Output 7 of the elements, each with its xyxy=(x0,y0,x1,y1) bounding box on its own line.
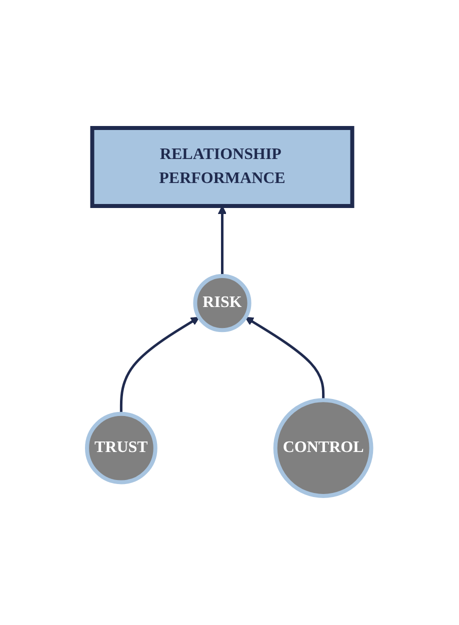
arrow xyxy=(120,317,200,414)
node-box: RELATIONSHIP PERFORMANCE xyxy=(90,126,355,208)
node-circle: CONTROL xyxy=(274,398,374,499)
node-circle: TRUST xyxy=(85,412,158,485)
arrow xyxy=(218,206,227,276)
arrow xyxy=(245,317,325,401)
node-circle: RISK xyxy=(194,274,252,333)
